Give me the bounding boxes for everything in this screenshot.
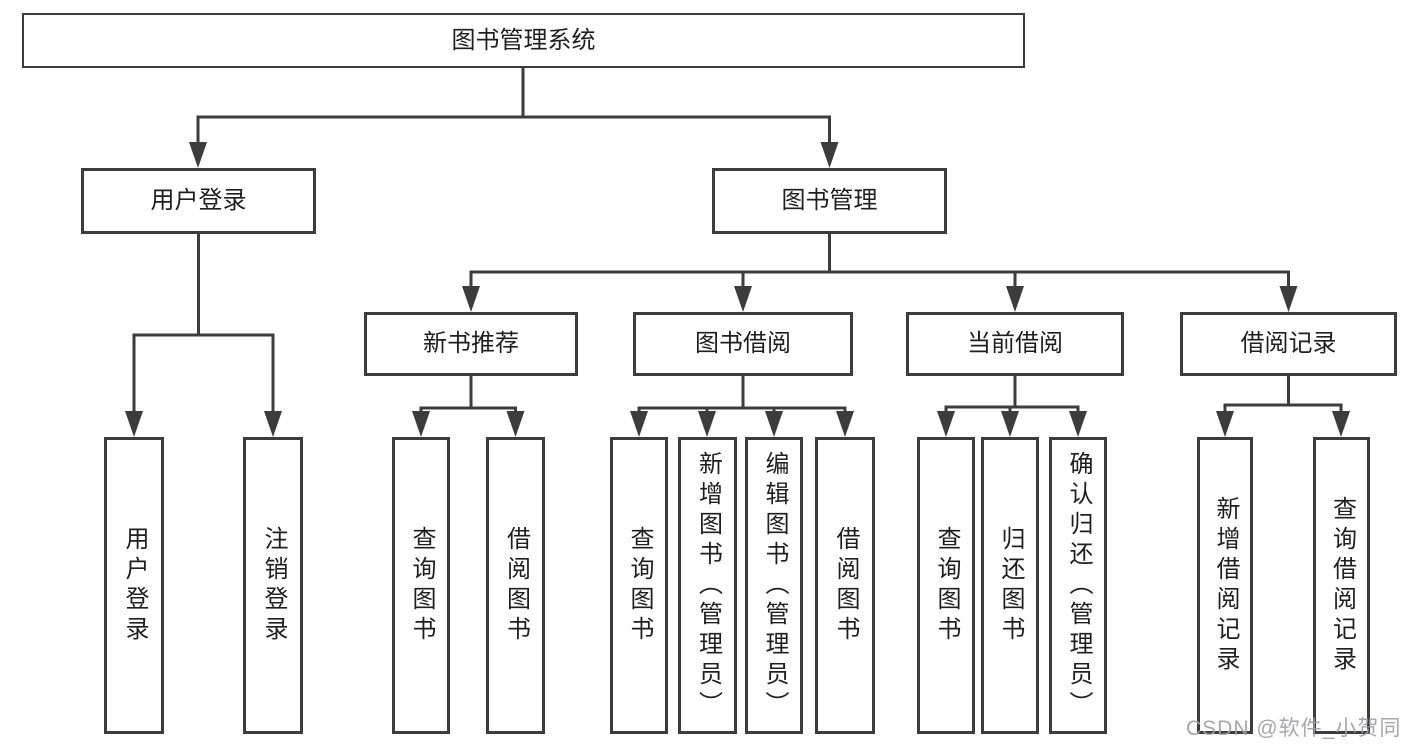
- arrow-head-new-book-recommend: [462, 286, 480, 312]
- node-bb-query-books: 查询图书: [610, 437, 668, 734]
- arrow-head-rec-borrow-books: [506, 411, 525, 437]
- node-cb-query-books: 查询图书: [917, 437, 975, 734]
- arrow-head-bb-query-books: [630, 411, 648, 437]
- arrow-head-leaf-user-login: [125, 411, 143, 437]
- arrows-user-login-children: [125, 335, 282, 437]
- arrow-head-cb-query-books: [937, 411, 955, 437]
- arrow-head-bb-edit-books: [765, 411, 783, 437]
- connector-rails: [132, 115, 1343, 410]
- arrow-head-rec-query-books: [412, 411, 430, 437]
- arrows-current-borrow-children: [937, 407, 1087, 437]
- arrow-head-leaf-logout: [264, 411, 282, 437]
- node-book-management: 图书管理: [712, 168, 947, 234]
- arrows-level2: [189, 117, 839, 168]
- arrow-head-book-borrow: [734, 286, 752, 312]
- arrows-book-borrow-children: [630, 408, 854, 437]
- arrows-new-book-recommend-children: [412, 408, 525, 437]
- node-rec-borrow-books: 借阅图书: [486, 437, 545, 734]
- arrow-head-bb-borrow-books: [836, 411, 854, 437]
- arrow-head-borrow-records: [1279, 286, 1298, 312]
- node-bb-add-books: 新增图书（管理员）: [678, 437, 737, 734]
- arrow-head-book-management: [820, 142, 839, 168]
- arrow-head-bb-add-books: [698, 411, 716, 437]
- node-rec-query-books: 查询图书: [392, 437, 450, 734]
- node-borrow-records: 借阅记录: [1180, 312, 1397, 376]
- arrow-head-br-add-record: [1216, 411, 1234, 437]
- node-leaf-user-login: 用户登录: [104, 437, 164, 734]
- arrow-head-cb-confirm-return: [1069, 411, 1087, 437]
- node-leaf-logout: 注销登录: [243, 437, 303, 734]
- node-br-query-record: 查询借阅记录: [1313, 437, 1370, 734]
- node-current-borrow: 当前借阅: [906, 312, 1124, 376]
- node-cb-confirm-return: 确认归还（管理员）: [1049, 437, 1107, 734]
- node-book-borrow: 图书借阅: [633, 312, 853, 376]
- node-new-book-recommend: 新书推荐: [364, 312, 578, 376]
- arrow-head-cb-return-books: [1001, 411, 1019, 437]
- connector-stems: [197, 67, 1290, 410]
- node-user-login: 用户登录: [81, 168, 316, 234]
- node-br-add-record: 新增借阅记录: [1197, 437, 1253, 734]
- arrow-head-br-query-record: [1332, 411, 1350, 437]
- node-bb-edit-books: 编辑图书（管理员）: [745, 437, 803, 734]
- node-cb-return-books: 归还图书: [981, 437, 1039, 734]
- node-bb-borrow-books: 借阅图书: [815, 437, 875, 734]
- arrow-head-user-login: [189, 142, 207, 168]
- arrows-borrow-records-children: [1216, 405, 1350, 437]
- node-root: 图书管理系统: [22, 13, 1025, 68]
- arrows-book-management-children: [462, 272, 1298, 312]
- arrow-head-current-borrow: [1006, 286, 1024, 312]
- csdn-watermark: CSDN @软件_小贺同学: [1186, 717, 1402, 740]
